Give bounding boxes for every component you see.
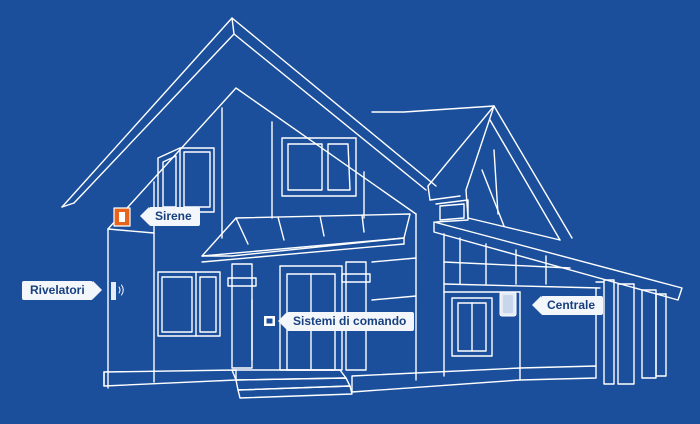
upper-windows	[157, 137, 357, 213]
sistemi-di-comando-label: Sistemi di comando	[277, 312, 415, 331]
centrale-label: Centrale	[531, 296, 604, 315]
foundation	[103, 365, 597, 393]
steps	[231, 369, 353, 399]
lower-left-window	[157, 271, 221, 337]
wireless-detector-icon	[111, 282, 124, 300]
right-gable	[371, 105, 573, 241]
control-panel-icon	[499, 291, 517, 317]
upper-walls	[107, 107, 417, 389]
sirene-label: Sirene	[140, 207, 200, 226]
main-roof	[61, 17, 437, 230]
porch-canopy	[201, 213, 411, 263]
siren-device-icon	[113, 207, 131, 227]
rivelatori-label: Rivelatori	[22, 281, 102, 300]
control-keypad-icon	[264, 316, 275, 326]
